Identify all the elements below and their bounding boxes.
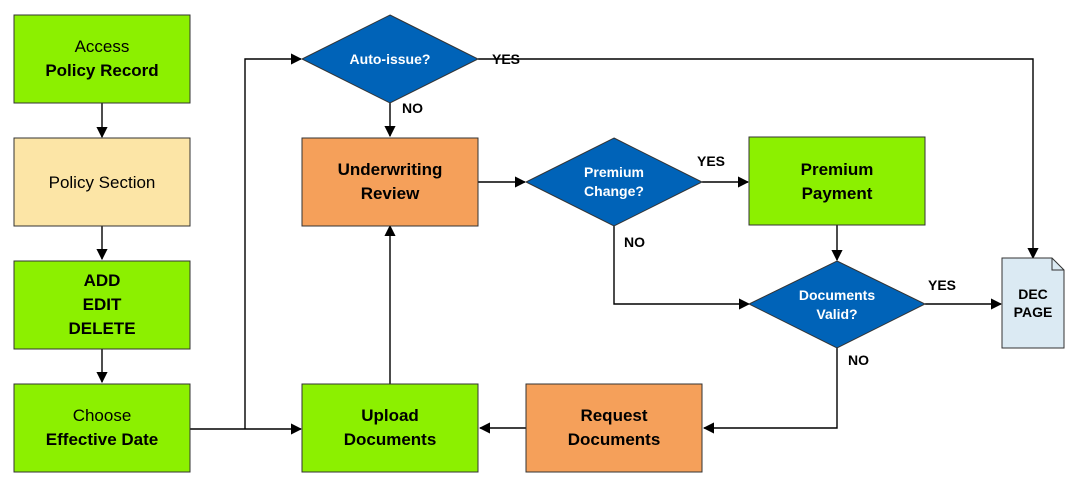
node-dec-page-line2: PAGE bbox=[1014, 304, 1053, 320]
node-policy-section-label: Policy Section bbox=[49, 173, 156, 192]
node-request-documents: Request Documents bbox=[525, 383, 703, 473]
edge-choose-to-auto-issue bbox=[244, 53, 303, 429]
label-documents-valid-no: NO bbox=[848, 352, 869, 368]
node-policy-section: Policy Section bbox=[13, 137, 191, 227]
node-auto-issue-label: Auto-issue? bbox=[350, 51, 431, 67]
node-premium-payment: Premium Payment bbox=[748, 136, 926, 226]
node-premium-change-line1: Premium bbox=[584, 164, 644, 180]
node-edit-label: EDIT bbox=[83, 295, 122, 314]
node-documents-valid-line2: Valid? bbox=[816, 306, 857, 322]
node-premium-change-line2: Change? bbox=[584, 183, 644, 199]
node-premium-change-decision: Premium Change? bbox=[524, 137, 704, 227]
node-documents-valid-decision: Documents Valid? bbox=[747, 260, 927, 349]
node-choose-effective-date: Choose Effective Date bbox=[13, 383, 191, 473]
edge-premium-change-no-to-documents-valid bbox=[613, 226, 751, 310]
node-underwriting-line2: Review bbox=[361, 184, 420, 203]
node-upload-line2: Documents bbox=[344, 430, 437, 449]
node-request-line2: Documents bbox=[568, 430, 661, 449]
node-delete-label: DELETE bbox=[68, 319, 135, 338]
node-add-label: ADD bbox=[84, 271, 121, 290]
label-auto-issue-yes: YES bbox=[492, 51, 520, 67]
node-add-edit-delete: ADD EDIT DELETE bbox=[13, 260, 191, 350]
node-auto-issue-decision: Auto-issue? bbox=[300, 14, 480, 104]
node-choose-line2: Effective Date bbox=[46, 430, 158, 449]
node-underwriting-review: Underwriting Review bbox=[301, 137, 479, 227]
label-premium-change-no: NO bbox=[624, 234, 645, 250]
node-premium-payment-line2: Payment bbox=[802, 184, 873, 203]
edge-documents-valid-no-to-request bbox=[702, 347, 838, 434]
node-upload-documents: Upload Documents bbox=[301, 383, 479, 473]
node-documents-valid-line1: Documents bbox=[799, 287, 875, 303]
node-dec-page-line1: DEC bbox=[1018, 286, 1048, 302]
node-dec-page-document: DEC PAGE bbox=[1001, 257, 1065, 349]
node-access-line2: Policy Record bbox=[45, 61, 158, 80]
edge-labels: YES NO YES NO YES NO bbox=[402, 51, 956, 368]
node-premium-payment-line1: Premium bbox=[801, 160, 874, 179]
label-premium-change-yes: YES bbox=[697, 153, 725, 169]
edge-auto-issue-yes-to-dec-page bbox=[478, 58, 1039, 260]
edges bbox=[96, 53, 1039, 435]
node-upload-line1: Upload bbox=[361, 406, 419, 425]
node-access-line1: Access bbox=[75, 37, 130, 56]
label-documents-valid-yes: YES bbox=[928, 277, 956, 293]
label-auto-issue-no: NO bbox=[402, 100, 423, 116]
node-access-policy-record: Access Policy Record bbox=[13, 14, 191, 104]
node-choose-line1: Choose bbox=[73, 406, 132, 425]
node-request-line1: Request bbox=[580, 406, 647, 425]
node-underwriting-line1: Underwriting bbox=[338, 160, 443, 179]
